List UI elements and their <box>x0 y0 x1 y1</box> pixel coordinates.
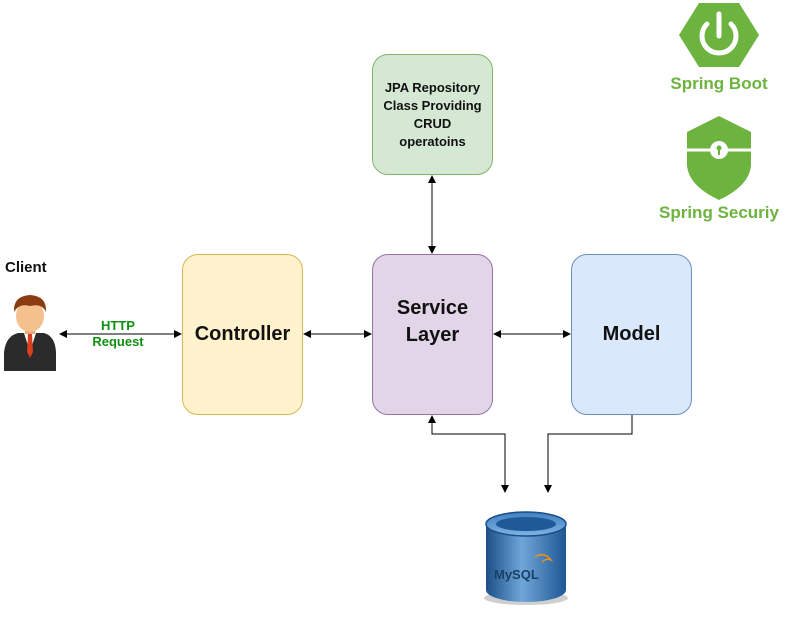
controller-label: Controller <box>194 323 291 345</box>
jpa-repository-box: JPA Repository Class Providing CRUD oper… <box>372 54 493 175</box>
http-request-label: HTTP Request <box>92 318 144 349</box>
service-layer-box: Service Layer <box>372 254 493 415</box>
jpa-repository-label: JPA Repository Class Providing CRUD oper… <box>383 79 482 149</box>
model-box: Model <box>571 254 692 415</box>
model-label: Model <box>602 323 661 345</box>
spring-security-label: Spring Securiy <box>659 203 779 222</box>
spring-boot-label: Spring Boot <box>670 74 768 93</box>
service-db-arrow <box>428 415 509 493</box>
client-label: Client <box>5 259 47 276</box>
controller-box: Controller <box>182 254 303 415</box>
model-db-arrow <box>544 415 633 493</box>
service-layer-label: Service Layer <box>396 296 469 346</box>
